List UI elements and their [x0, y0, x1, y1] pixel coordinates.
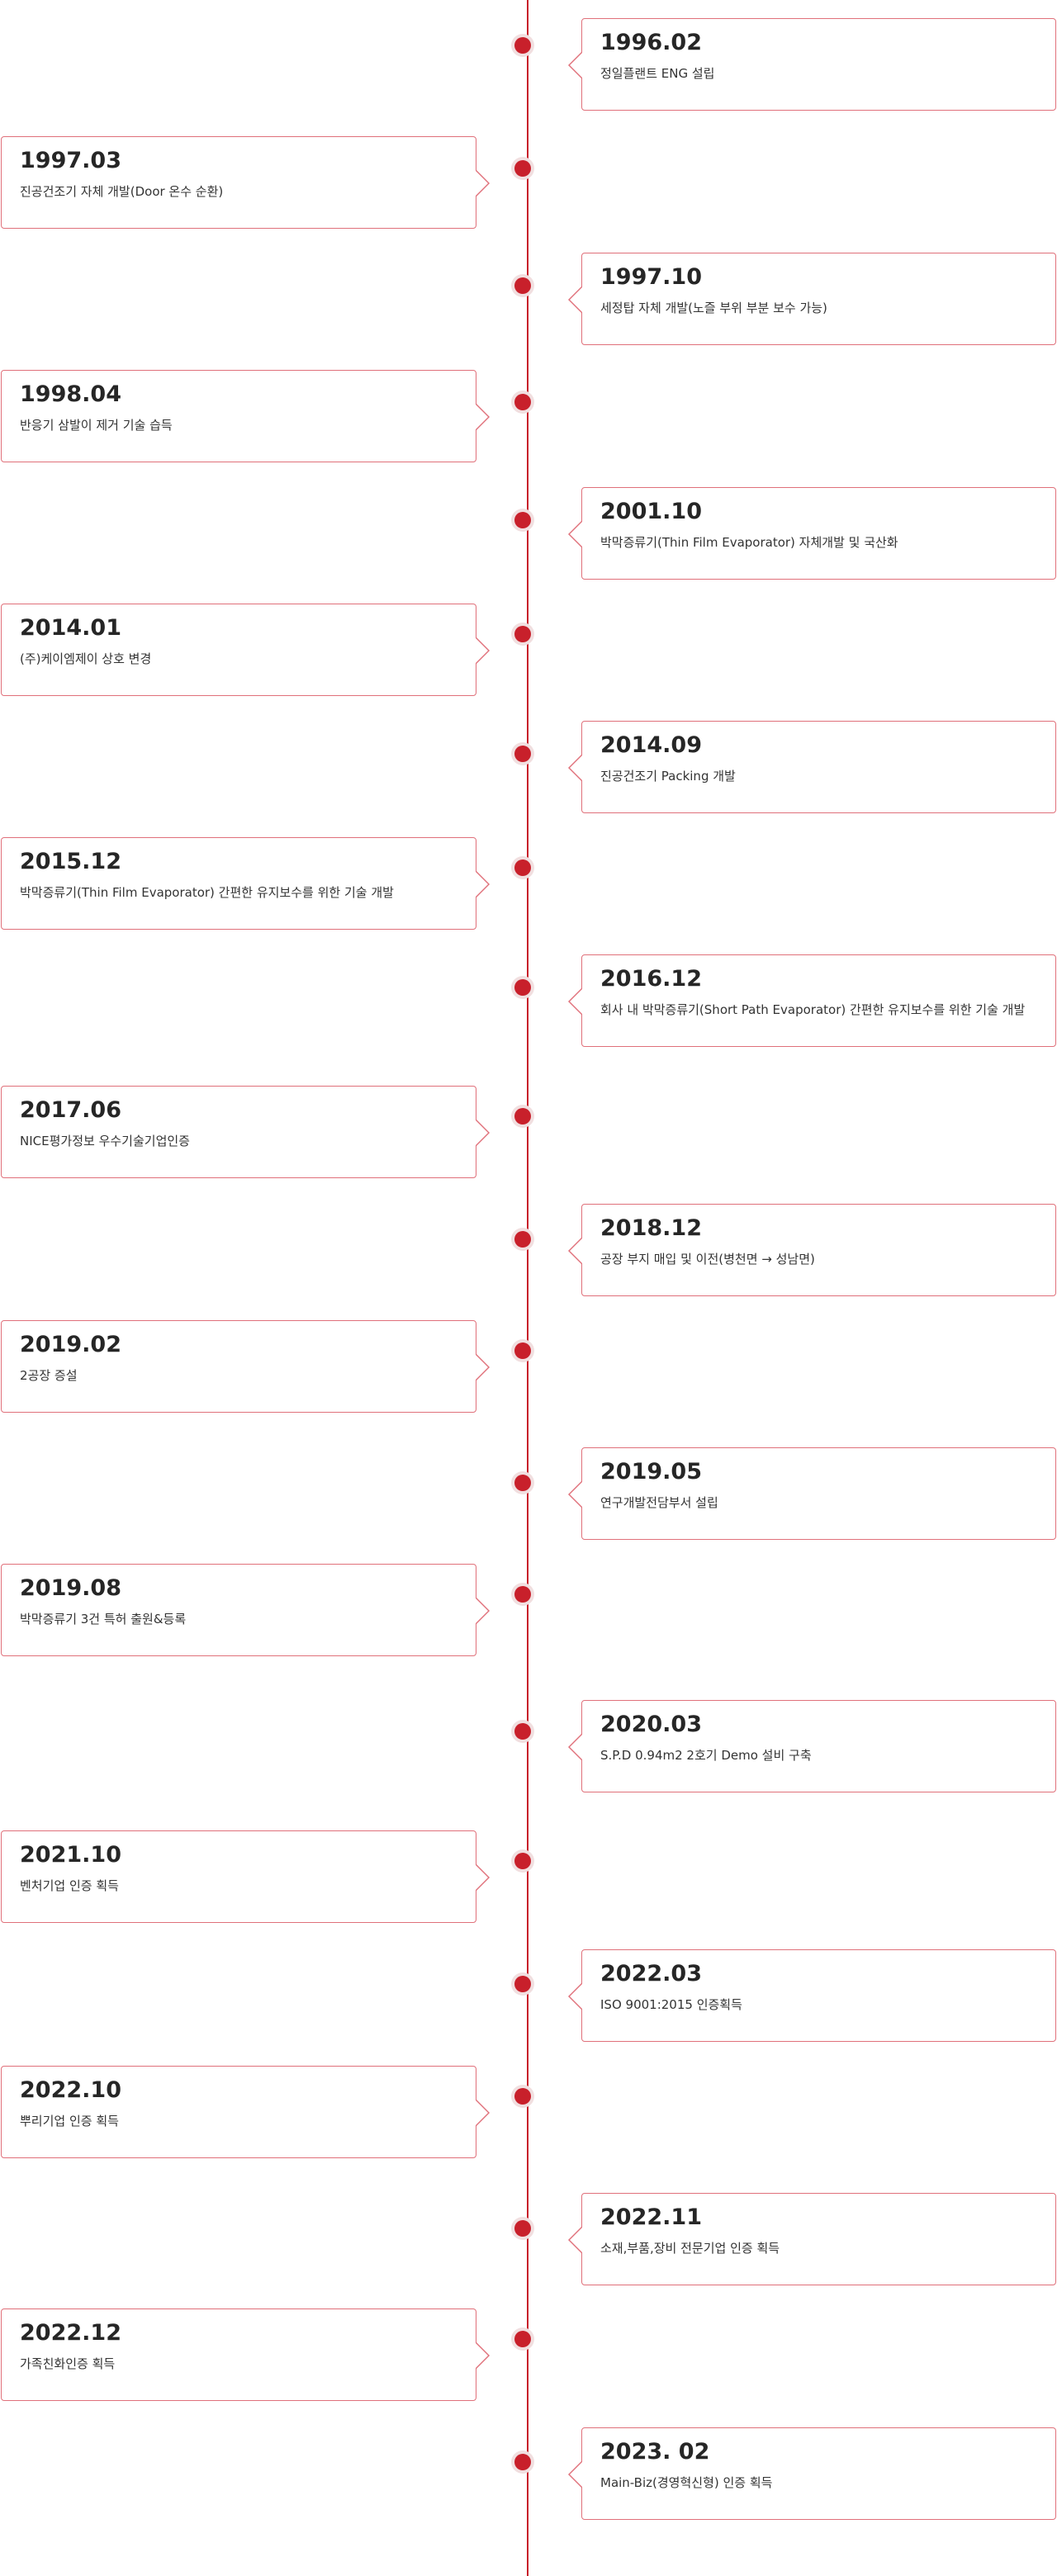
event-description: 반응기 삼발이 제거 기술 습득 — [20, 418, 173, 433]
event-date: 2022.10 — [20, 2077, 121, 2103]
timeline-dot — [514, 160, 531, 177]
timeline-dot — [514, 1342, 531, 1359]
event-date: 1997.03 — [20, 148, 121, 173]
timeline-dot — [514, 2088, 531, 2105]
timeline-dot — [514, 859, 531, 876]
timeline-dot — [514, 746, 531, 762]
event-description: 2공장 증설 — [20, 1368, 78, 1383]
event-date: 2019.05 — [600, 1459, 702, 1485]
event-date: 2019.08 — [20, 1575, 121, 1601]
event-date: 2019.02 — [20, 1332, 121, 1357]
event-date: 1996.02 — [600, 30, 702, 55]
event-description: 회사 내 박막증류기(Short Path Evaporator) 간편한 유지… — [600, 1002, 1026, 1017]
timeline-dot — [514, 2220, 531, 2237]
event-description: 벤처기업 인증 획득 — [20, 1878, 119, 1893]
timeline-card: 2018.12 공장 부지 매입 및 이전(병천면 → 성남면) — [568, 1204, 1056, 1296]
timeline-card: 2021.10 벤처기업 인증 획득 — [1, 1830, 490, 1923]
event-date: 2022.03 — [600, 1961, 702, 1986]
timeline-card: 2019.05 연구개발전담부서 설립 — [568, 1447, 1056, 1540]
event-description: 뿌리기업 인증 획득 — [20, 2114, 119, 2129]
timeline-dot — [514, 1108, 531, 1125]
event-date: 2015.12 — [20, 849, 121, 874]
timeline-card: 2022.03 ISO 9001:2015 인증획득 — [568, 1949, 1056, 2042]
event-description: 진공건조기 자체 개발(Door 온수 순환) — [20, 184, 224, 199]
timeline-dot — [514, 979, 531, 996]
timeline-card: 2016.12 회사 내 박막증류기(Short Path Evaporator… — [568, 954, 1056, 1047]
timeline-card: 1998.04 반응기 삼발이 제거 기술 습득 — [1, 370, 490, 462]
timeline-dot — [514, 1976, 531, 1992]
event-date: 2018.12 — [600, 1215, 702, 1241]
timeline-card: 2023. 02 Main-Biz(경영혁신형) 인증 획득 — [568, 2427, 1056, 2520]
timeline-line — [527, 0, 528, 2576]
timeline-dot — [514, 2331, 531, 2347]
event-date: 2022.12 — [20, 2320, 121, 2346]
timeline-card: 2022.11 소재,부품,장비 전문기업 인증 획득 — [568, 2193, 1056, 2285]
timeline-card: 2022.12 가족친화인증 획득 — [1, 2308, 490, 2401]
event-date: 2020.03 — [600, 1712, 702, 1737]
timeline-card: 2020.03 S.P.D 0.94m2 2호기 Demo 설비 구축 — [568, 1700, 1056, 1792]
timeline-dot — [514, 626, 531, 642]
event-description: 박막증류기(Thin Film Evaporator) 자체개발 및 국산화 — [600, 535, 898, 550]
event-description: 가족친화인증 획득 — [20, 2356, 116, 2371]
event-description: 박막증류기 3건 특허 출원&등록 — [20, 1612, 187, 1627]
timeline-dot — [514, 2454, 531, 2470]
event-date: 2014.09 — [600, 732, 702, 758]
event-date: 2021.10 — [20, 1842, 121, 1868]
event-description: 공장 부지 매입 및 이전(병천면 → 성남면) — [600, 1252, 815, 1267]
event-date: 2016.12 — [600, 966, 702, 992]
event-description: 박막증류기(Thin Film Evaporator) 간편한 유지보수를 위한… — [20, 885, 394, 900]
timeline-dot — [514, 1853, 531, 1869]
timeline-dot — [514, 277, 531, 294]
event-description: 연구개발전담부서 설립 — [600, 1495, 718, 1510]
timeline-dot — [514, 1586, 531, 1603]
timeline-card: 2017.06 NICE평가정보 우수기술기업인증 — [1, 1086, 490, 1178]
event-description: (주)케이엠제이 상호 변경 — [20, 651, 152, 666]
event-description: Main-Biz(경영혁신형) 인증 획득 — [600, 2475, 773, 2490]
event-date: 1998.04 — [20, 381, 121, 407]
event-description: 진공건조기 Packing 개발 — [600, 769, 736, 784]
event-date: 2022.11 — [600, 2204, 702, 2230]
event-date: 2014.01 — [20, 615, 121, 641]
timeline-card: 2015.12 박막증류기(Thin Film Evaporator) 간편한 … — [1, 837, 490, 930]
timeline-card: 1997.03 진공건조기 자체 개발(Door 온수 순환) — [1, 136, 490, 229]
timeline-dot — [514, 512, 531, 528]
timeline-card: 2019.02 2공장 증설 — [1, 1320, 490, 1413]
timeline-card: 1997.10 세정탑 자체 개발(노즐 부위 부분 보수 가능) — [568, 253, 1056, 345]
timeline-dot — [514, 1475, 531, 1491]
event-description: 세정탑 자체 개발(노즐 부위 부분 보수 가능) — [600, 301, 827, 315]
timeline-card: 2022.10 뿌리기업 인증 획득 — [1, 2066, 490, 2158]
event-date: 2023. 02 — [600, 2439, 710, 2465]
event-description: S.P.D 0.94m2 2호기 Demo 설비 구축 — [600, 1748, 812, 1763]
timeline-dot — [514, 37, 531, 54]
timeline-card: 2019.08 박막증류기 3건 특허 출원&등록 — [1, 1564, 490, 1656]
event-date: 1997.10 — [600, 264, 702, 290]
timeline-card: 2014.09 진공건조기 Packing 개발 — [568, 721, 1056, 813]
timeline-card: 2014.01 (주)케이엠제이 상호 변경 — [1, 604, 490, 696]
event-description: 소재,부품,장비 전문기업 인증 획득 — [600, 2241, 780, 2256]
timeline-card: 1996.02 정일플랜트 ENG 설립 — [568, 18, 1056, 111]
event-description: 정일플랜트 ENG 설립 — [600, 66, 715, 81]
event-date: 2017.06 — [20, 1097, 121, 1123]
event-description: NICE평가정보 우수기술기업인증 — [20, 1134, 190, 1148]
timeline-dot — [514, 1723, 531, 1740]
event-date: 2001.10 — [600, 499, 702, 524]
event-description: ISO 9001:2015 인증획득 — [600, 1997, 742, 2012]
timeline-card: 2001.10 박막증류기(Thin Film Evaporator) 자체개발… — [568, 487, 1056, 580]
timeline-dot — [514, 394, 531, 410]
timeline-dot — [514, 1231, 531, 1248]
